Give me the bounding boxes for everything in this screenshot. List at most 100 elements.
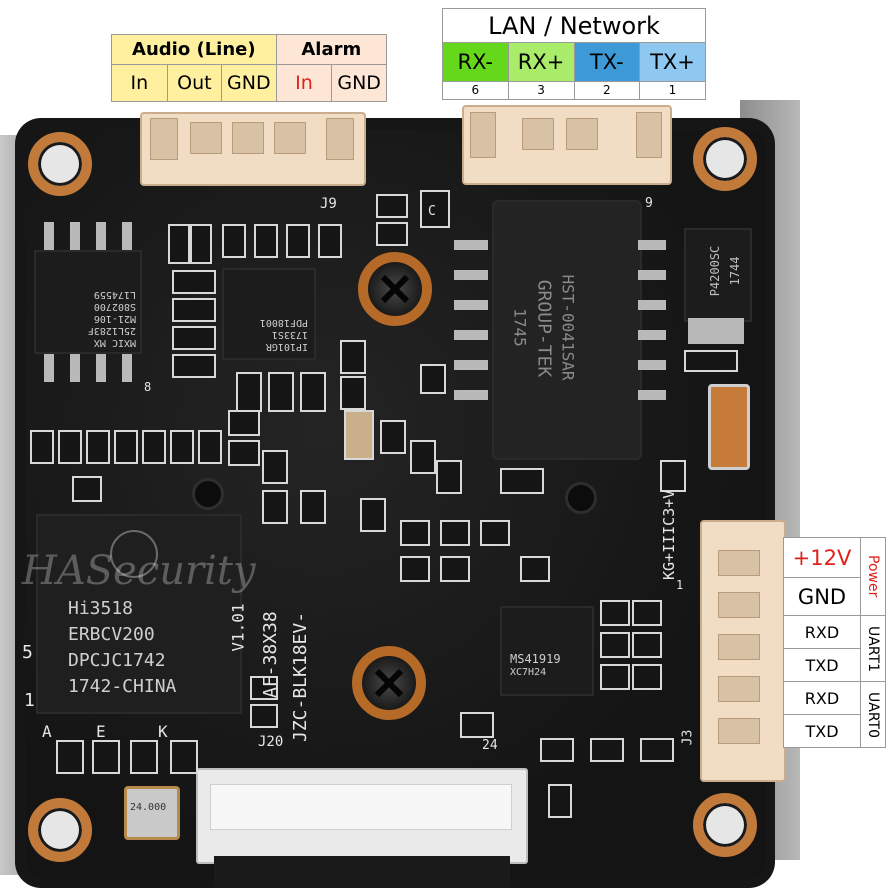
transformer-pin [638, 300, 666, 310]
transformer-pin [454, 390, 488, 400]
connector-pin [718, 718, 760, 744]
uart1-group-label: UART1 [865, 625, 881, 672]
audio-pin-gnd: GND [221, 64, 277, 102]
silk-9: 9 [645, 196, 653, 211]
screw-upper [358, 252, 432, 326]
silk-a: A [42, 722, 52, 741]
chip-pin [70, 222, 80, 250]
chip-pin [70, 354, 80, 382]
ribbon-connector-slot [210, 784, 512, 830]
flash-chip: MXIC MX 25L1283F M21-106 S802700 L174559 [34, 250, 142, 354]
tantalum-capacitor [708, 384, 750, 470]
smd-component [640, 738, 674, 762]
smd-component [440, 556, 470, 582]
transformer-text-2: GROUP-TEK [533, 279, 555, 378]
smd-component [460, 712, 494, 738]
smd-component [262, 490, 288, 524]
smd-component [72, 476, 102, 502]
transformer-text-3: 1745 [510, 308, 530, 347]
smd-component [170, 430, 194, 464]
connector-pin [718, 676, 760, 702]
power-group-label: Power [865, 555, 881, 598]
smd-component [420, 364, 446, 394]
smd-component [440, 520, 470, 546]
smd-component [436, 460, 462, 494]
uart0-group-label: UART0 [865, 691, 881, 738]
smd-component [268, 372, 294, 412]
smd-component [590, 738, 624, 762]
power-group-cell: Power [860, 537, 886, 616]
silk-e: E [96, 722, 106, 741]
connector-pin [232, 122, 264, 154]
lan-label: LAN / Network RX- RX+ TX- TX+ 6 3 2 1 [442, 7, 706, 101]
soc-text-2: ERBCV200 [68, 624, 155, 645]
connector-pin [470, 112, 496, 158]
smd-component [500, 468, 544, 494]
smd-component [172, 298, 216, 322]
flash-text-3: M21-106 [93, 313, 136, 324]
transformer-pin [638, 360, 666, 370]
alarm-pin-in: In [275, 64, 333, 102]
connector-pin [718, 634, 760, 660]
connector-pin [718, 592, 760, 618]
smd-component [632, 600, 662, 626]
connector-pin [522, 118, 554, 150]
lan-num-3: 3 [507, 80, 575, 101]
soc-logo [110, 530, 158, 578]
transformer-pin [638, 240, 666, 250]
smd-component [250, 676, 278, 700]
smd-component [172, 270, 216, 294]
connector-pin [190, 122, 222, 154]
smd-component [168, 224, 190, 264]
smd-component [58, 430, 82, 464]
watermark: HASecurity [22, 548, 256, 594]
mount-hole-top-left [28, 132, 92, 196]
soc-text-3: DPCJC1742 [68, 650, 166, 671]
smd-component [254, 224, 278, 258]
phy-text-3: PDF18001 [259, 317, 308, 328]
lan-pin-rx-plus: RX+ [507, 42, 575, 82]
smd-component [114, 430, 138, 464]
smd-component [142, 430, 166, 464]
transformer-text-1: HST-0041SAR [558, 274, 578, 381]
uart1-pin-rxd: RXD [783, 615, 861, 649]
silk-kg: KG+IIIC3+V [660, 489, 678, 580]
silk-c: C [428, 204, 436, 219]
lan-num-2: 2 [573, 80, 641, 101]
regulator-text-2: 1744 [728, 256, 742, 286]
silk-j20: J20 [258, 734, 284, 750]
uart1-pin-txd: TXD [783, 648, 861, 682]
smd-component [92, 740, 120, 774]
transformer-pin [454, 360, 488, 370]
smd-component [480, 520, 510, 546]
chip-pin [44, 354, 54, 382]
silk-5: 5 [22, 642, 33, 663]
smd-component [360, 498, 386, 532]
transformer-pin [638, 390, 666, 400]
uart0-group-cell: UART0 [860, 681, 886, 748]
lan-num-6: 6 [442, 80, 509, 101]
smd-component [540, 738, 574, 762]
smd-component [318, 224, 342, 258]
connector-pin [274, 122, 306, 154]
smd-component [222, 224, 246, 258]
chip-pin [96, 222, 106, 250]
smd-component [380, 420, 406, 454]
transformer-pin [454, 270, 488, 280]
silk-board-id: AF-38X38 [260, 611, 281, 698]
via-hole-right [565, 482, 597, 514]
power-pin-12v: +12V [783, 537, 861, 578]
smd-component [420, 190, 450, 228]
regulator-text-1: P4200SC [708, 245, 722, 297]
soc-text-1: Hi3518 [68, 598, 134, 619]
flash-text-5: L174559 [93, 289, 136, 300]
regulator-tab [688, 318, 744, 344]
connector-pin [150, 118, 178, 160]
smd-component [632, 664, 662, 690]
smd-component [56, 740, 84, 774]
audio-alarm-label: Audio (Line) Alarm In Out GND In GND [111, 33, 388, 102]
smd-component [228, 410, 260, 436]
uart0-pin-rxd: RXD [783, 681, 861, 715]
silk-k: K [158, 722, 168, 741]
smd-component [600, 632, 630, 658]
